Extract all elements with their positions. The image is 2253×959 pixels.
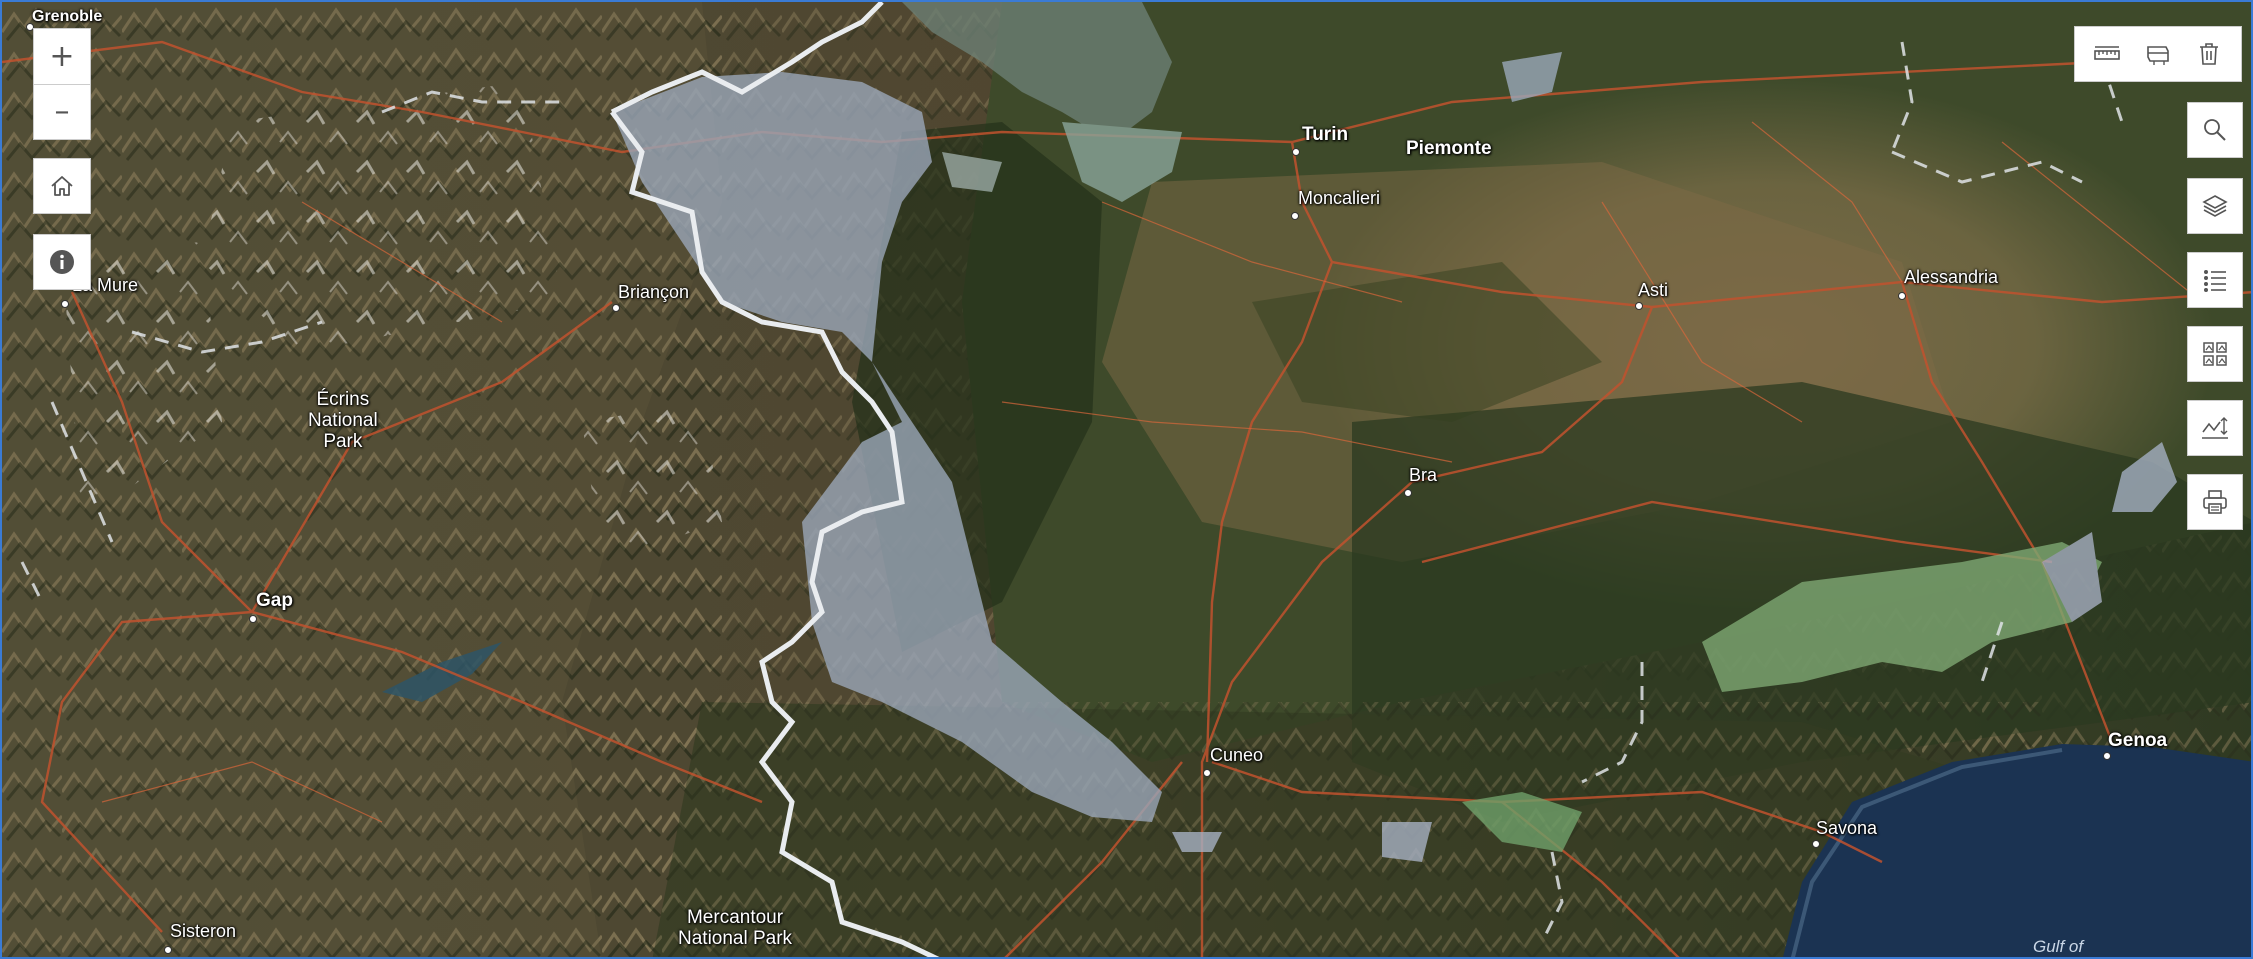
- elevation-icon: [2202, 417, 2228, 439]
- minus-icon: –: [54, 94, 70, 129]
- briancon-marker: [612, 304, 620, 312]
- trash-icon: [2200, 43, 2219, 65]
- gap-marker: [249, 615, 257, 623]
- piemonte-label: Piemonte: [1406, 138, 1492, 159]
- bra-marker: [1404, 489, 1412, 497]
- elevation-profile-button[interactable]: [2187, 400, 2243, 456]
- asti-marker: [1635, 302, 1643, 310]
- turin-label: Turin: [1302, 124, 1349, 145]
- info-icon: [50, 250, 74, 274]
- la-mure-marker: [61, 300, 69, 308]
- cuneo-marker: [1203, 769, 1211, 777]
- genoa-label: Genoa: [2108, 730, 2168, 751]
- sisteron-marker: [164, 946, 172, 954]
- measure-toolbar: [2074, 26, 2242, 82]
- genoa-marker: [2103, 752, 2111, 760]
- ruler-icon: [2093, 46, 2120, 60]
- distance-measure-button[interactable]: [2085, 32, 2129, 76]
- gap-label: Gap: [256, 590, 293, 611]
- basemap-gallery-button[interactable]: [2187, 326, 2243, 382]
- plus-icon: +: [49, 38, 75, 74]
- area-measure-button[interactable]: [2136, 32, 2180, 76]
- basemap-icon: [2203, 342, 2227, 366]
- moncalieri-label: Moncalieri: [1298, 188, 1381, 208]
- zoom-in-button[interactable]: +: [33, 28, 91, 84]
- turin-marker: [1292, 148, 1300, 156]
- cuneo-label: Cuneo: [1210, 745, 1264, 765]
- home-button[interactable]: [33, 158, 91, 214]
- layers-button[interactable]: [2187, 178, 2243, 234]
- print-icon: [2203, 490, 2227, 514]
- sketch-icon: [2147, 46, 2169, 65]
- moncalieri-marker: [1291, 212, 1299, 220]
- grenoble-label: Grenoble: [32, 8, 103, 25]
- legend-button[interactable]: [2187, 252, 2243, 308]
- mercantour-park-label: Mercantour National Park: [678, 907, 793, 949]
- alessandria-marker: [1898, 292, 1906, 300]
- grenoble-marker: [26, 23, 34, 31]
- sisteron-label: Sisteron: [170, 921, 237, 941]
- layers-icon: [2202, 195, 2228, 217]
- print-button[interactable]: [2187, 474, 2243, 530]
- savona-marker: [1812, 840, 1820, 848]
- info-button[interactable]: [33, 234, 91, 290]
- legend-icon: [2204, 270, 2226, 292]
- bra-label: Bra: [1409, 465, 1438, 485]
- search-button[interactable]: [2187, 102, 2243, 158]
- zoom-out-button[interactable]: –: [33, 84, 91, 140]
- briancon-label: Briançon: [618, 282, 690, 302]
- search-icon: [2204, 119, 2226, 141]
- gulf-label: Gulf of: [2033, 937, 2084, 956]
- clear-measure-button[interactable]: [2187, 32, 2231, 76]
- asti-label: Asti: [1638, 280, 1669, 300]
- alessandria-label: Alessandria: [1904, 267, 1999, 287]
- savona-label: Savona: [1816, 818, 1878, 838]
- ecrins-park-label: Écrins National Park: [308, 389, 378, 452]
- home-icon: [51, 176, 73, 196]
